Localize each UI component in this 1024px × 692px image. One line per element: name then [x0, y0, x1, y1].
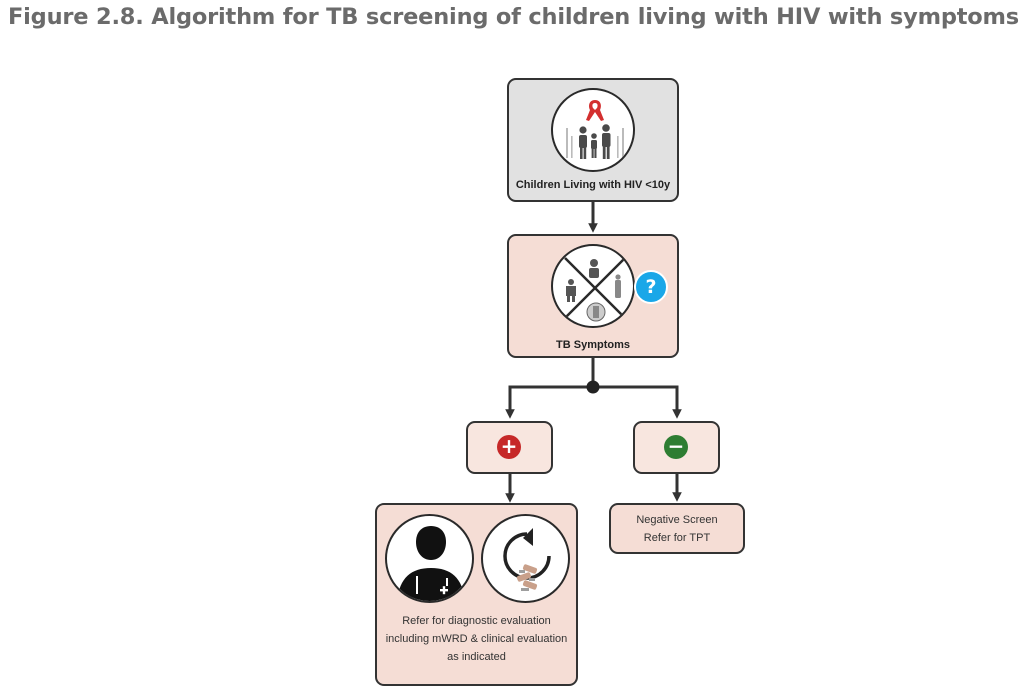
node-refer-diagnostic: Refer for diagnostic evaluation includin…	[375, 503, 578, 686]
node-tb-symptoms: ? TB Symptoms	[507, 234, 679, 358]
arrow-to-positive	[505, 385, 593, 419]
figure-title: Figure 2.8. Algorithm for TB screening o…	[8, 4, 1019, 30]
negative-screen-text: Negative Screen Refer for TPT	[636, 514, 718, 544]
arrow-to-negative	[593, 385, 682, 419]
node-symptoms-label: TB Symptoms	[556, 339, 630, 351]
health-worker-icon	[397, 526, 465, 601]
lab-test-icon	[503, 528, 551, 591]
node-negative: −	[633, 421, 720, 474]
sweating-icon	[586, 302, 606, 322]
symptoms-quadrant-icon	[564, 257, 626, 322]
family-icon	[566, 100, 624, 159]
node-children-living-with-hiv: Children Living with HIV <10y	[507, 78, 679, 202]
minus-icon: −	[664, 435, 688, 459]
node-positive: +	[466, 421, 553, 474]
family-icon-circle	[551, 88, 635, 172]
node-negative-screen: Negative Screen Refer for TPT	[609, 503, 745, 554]
lab-test-icon-circle	[481, 514, 570, 603]
health-worker-icon-circle	[385, 514, 474, 603]
node-children-label: Children Living with HIV <10y	[515, 179, 671, 191]
weight-loss-icon	[615, 274, 621, 298]
plus-icon: +	[497, 435, 521, 459]
question-icon: ?	[645, 276, 657, 298]
branch-junction-dot	[586, 380, 600, 394]
symptoms-icon-circle	[551, 244, 635, 328]
refer-diagnostic-text: Refer for diagnostic evaluation includin…	[385, 615, 568, 663]
coughing-person-icon	[589, 259, 599, 278]
question-badge: ?	[634, 270, 668, 304]
fever-person-icon	[566, 279, 576, 302]
ribbon-icon	[586, 100, 604, 121]
